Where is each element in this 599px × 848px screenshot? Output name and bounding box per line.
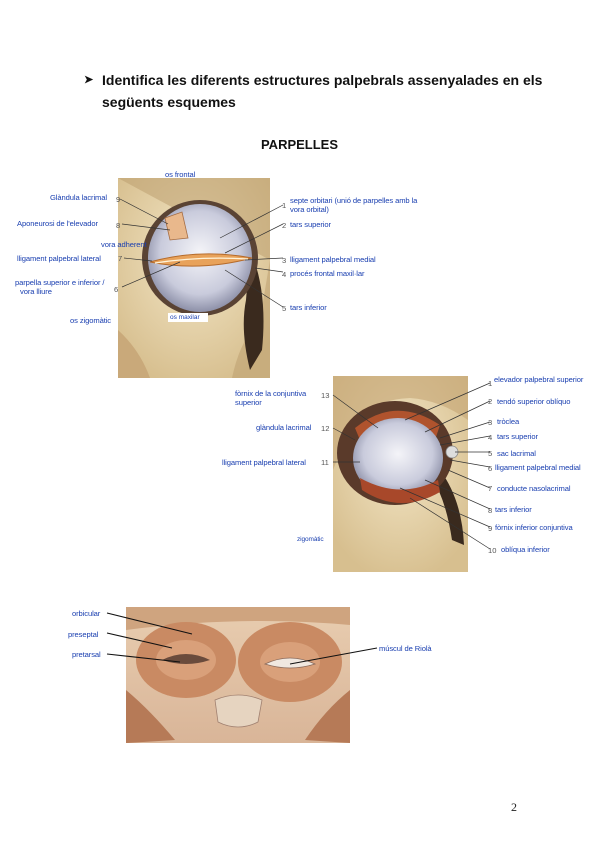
label-lligament-lateral: lligament palpebral lateral <box>17 254 101 263</box>
label-muscul-riola: múscul de Riolà <box>379 644 432 653</box>
section-title: PARPELLES <box>260 137 339 152</box>
number-6: 6 <box>114 285 119 294</box>
figure-1-eyelid-anterior <box>118 178 284 378</box>
label-parpella: parpella superior e inferior / <box>15 278 105 287</box>
instruction-line-1: Identifica les diferents estructures pal… <box>102 72 543 88</box>
label-tars-inferior-2: tars inferior <box>495 505 532 514</box>
number-12: 12 <box>321 424 330 433</box>
label-orbicular: orbicular <box>72 609 101 618</box>
number-10b: 10 <box>488 546 497 555</box>
figure-3-facial-muscles <box>106 607 378 743</box>
label-vora-adherent: vora adherent <box>101 240 147 249</box>
label-preseptal: preseptal <box>68 630 99 639</box>
number-2: 2 <box>282 221 287 230</box>
label-os-frontal: os frontal <box>165 170 196 179</box>
number-9: 9 <box>116 195 121 204</box>
label-septe-2: vora orbital) <box>290 205 329 214</box>
eyeball <box>353 418 443 498</box>
label-proces-frontal: procés frontal maxil·lar <box>290 269 365 278</box>
lacrimal-gland <box>164 211 189 241</box>
label-fornix-superior: fòrnix de la conjuntiva <box>235 389 307 398</box>
label-os-zigomatic: os zigomàtic <box>70 316 112 325</box>
label-glandula-lacrimal-2: glàndula lacrimal <box>256 423 312 432</box>
label-os-maxilar: os maxilar <box>168 314 202 322</box>
levator-muscle <box>355 410 440 440</box>
label-fornix-inferior: fòrnix inferior conjuntiva <box>495 523 573 532</box>
number-9b: 9 <box>488 524 493 533</box>
number-4: 4 <box>282 270 287 279</box>
number-8: 8 <box>116 221 121 230</box>
label-septe: septe orbitari (unió de parpelles amb la <box>290 196 418 205</box>
tarsal-plate <box>149 253 253 267</box>
label-lligament-lateral-2: lligament palpebral lateral <box>222 458 306 467</box>
label-tendo: tendó superior oblíquo <box>497 397 571 406</box>
number-3b: 3 <box>488 418 493 427</box>
nose <box>214 694 263 728</box>
number-3: 3 <box>282 256 287 265</box>
number-7b: 7 <box>488 484 493 493</box>
label-aponeurosi: Aponeurosi de l'elevador <box>17 219 98 228</box>
label-fornix-superior-2: superior <box>235 398 262 407</box>
label-lligament-medial-2: lligament palpebral medial <box>495 463 581 472</box>
number-7: 7 <box>118 254 123 263</box>
number-5: 5 <box>282 304 287 313</box>
number-13: 13 <box>321 391 330 400</box>
label-elevador: elevador palpebral superior <box>494 375 584 384</box>
label-sac-lacrimal: sac lacrimal <box>497 449 536 458</box>
page-number: 2 <box>511 800 517 814</box>
label-glandula-lacrimal: Glàndula lacrimal <box>50 193 107 202</box>
label-troclea: tròclea <box>497 417 520 426</box>
label-tars-superior: tars superior <box>290 220 331 229</box>
instruction-line-2: següents esquemes <box>102 94 236 110</box>
number-4b: 4 <box>488 433 493 442</box>
label-tars-inferior: tars inferior <box>290 303 327 312</box>
number-1b: 1 <box>488 379 493 388</box>
number-1: 1 <box>282 201 287 210</box>
label-tars-superior-2: tars superior <box>497 432 538 441</box>
label-obliqua-inferior: oblíqua inferior <box>501 545 550 554</box>
number-11: 11 <box>321 458 329 467</box>
number-8b: 8 <box>488 506 493 515</box>
number-2b: 2 <box>488 397 493 406</box>
label-lligament-medial: lligament palpebral medial <box>290 255 376 264</box>
number-6b: 6 <box>488 464 493 473</box>
label-parpella-2: vora lliure <box>20 287 52 296</box>
figure-2-orbit-sagittal <box>332 376 491 572</box>
label-pretarsal: pretarsal <box>72 650 101 659</box>
arrow-bullet-icon: ➤ <box>84 74 94 86</box>
label-zigomatic: zigomàtic <box>297 536 324 543</box>
label-conducte: conducte nasolacrimal <box>497 484 571 493</box>
number-5b: 5 <box>488 449 493 458</box>
